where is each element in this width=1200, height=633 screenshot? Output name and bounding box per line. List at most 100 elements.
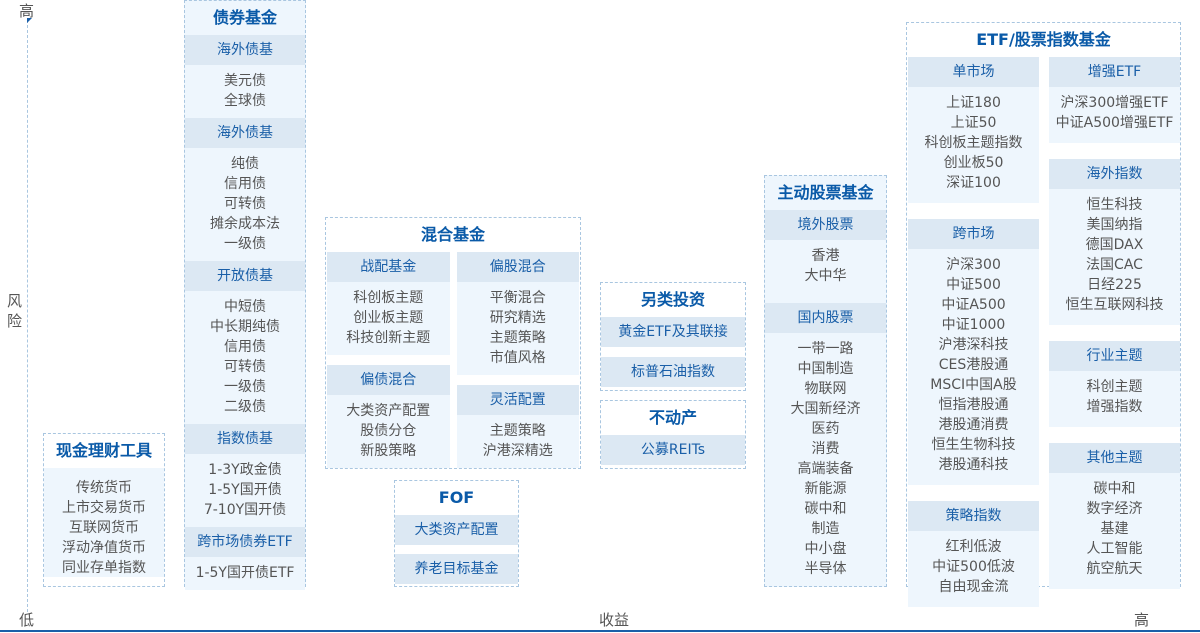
fund-type-item[interactable]: 7-10Y国开债	[203, 502, 287, 518]
fund-type-item[interactable]: 一带一路	[797, 341, 854, 357]
fund-type-item[interactable]: MSCI中国A股	[930, 377, 1017, 393]
subcategory-header[interactable]: 策略指数	[908, 501, 1039, 531]
fund-type-item[interactable]: 中短债	[224, 299, 266, 315]
fund-type-item[interactable]: 中证500低波	[932, 559, 1015, 575]
fund-type-item[interactable]: 医药	[811, 421, 840, 437]
fund-type-item[interactable]: 创业板50	[943, 155, 1004, 171]
fund-type-item[interactable]: 1-5Y国开债	[208, 482, 282, 498]
fund-type-item[interactable]: 自由现金流	[938, 579, 1009, 595]
fund-type-item[interactable]: 纯债	[231, 156, 259, 172]
fund-type-item[interactable]: 上证180	[946, 95, 1001, 111]
fund-type-item[interactable]: 创业板主题	[353, 310, 424, 326]
fund-type-item[interactable]: 法国CAC	[1086, 257, 1143, 273]
subcategory-header[interactable]: 偏股混合	[456, 252, 579, 282]
fund-type-item[interactable]: 中证A500增强ETF	[1055, 115, 1174, 131]
fund-type-item[interactable]: 1-3Y政金债	[208, 462, 282, 478]
subcategory-header[interactable]: 公募REITs	[601, 435, 745, 465]
subcategory-header[interactable]: 跨市场债券ETF	[185, 527, 305, 557]
fund-type-item[interactable]: 大国新经济	[790, 401, 861, 417]
fund-type-item[interactable]: 数字经济	[1086, 501, 1143, 517]
fund-type-item[interactable]: 中证500	[946, 277, 1001, 293]
fund-type-item[interactable]: 可转债	[224, 359, 266, 375]
subcategory-header[interactable]: 大类资产配置	[395, 515, 518, 545]
fund-type-item[interactable]: 互联网货币	[69, 520, 139, 536]
fund-type-item[interactable]: 人工智能	[1086, 541, 1143, 557]
subcategory-header[interactable]: 单市场	[908, 57, 1039, 87]
fund-type-item[interactable]: 港股通消费	[938, 417, 1009, 433]
fund-type-item[interactable]: 一级债	[224, 236, 266, 252]
fund-type-item[interactable]: 沪港深精选	[482, 443, 553, 459]
fund-type-item[interactable]: 消费	[811, 441, 840, 457]
fund-type-item[interactable]: 沪深300	[946, 257, 1001, 273]
fund-type-item[interactable]: 恒生科技	[1086, 197, 1143, 213]
fund-type-item[interactable]: 摊余成本法	[210, 216, 280, 232]
fund-type-item[interactable]: 信用债	[224, 339, 266, 355]
fund-type-item[interactable]: 半导体	[804, 561, 847, 577]
subcategory-header[interactable]: 指数债基	[185, 424, 305, 454]
fund-type-item[interactable]: 恒生生物科技	[931, 437, 1016, 453]
subcategory-header[interactable]: 增强ETF	[1049, 57, 1180, 87]
fund-type-item[interactable]: 浮动净值货币	[62, 540, 146, 556]
fund-type-item[interactable]: 高端装备	[797, 461, 854, 477]
subcategory-header[interactable]: 海外债基	[185, 35, 305, 65]
fund-type-item[interactable]: 美元债	[224, 73, 266, 89]
subcategory-header[interactable]: 标普石油指数	[601, 357, 745, 387]
fund-type-item[interactable]: 平衡混合	[489, 290, 546, 306]
fund-type-item[interactable]: 恒生互联网科技	[1065, 297, 1164, 313]
fund-type-item[interactable]: 股债分仓	[360, 423, 417, 439]
fund-type-item[interactable]: 科创板主题	[353, 290, 424, 306]
fund-type-item[interactable]: 碳中和	[804, 501, 847, 517]
fund-type-item[interactable]: 大中华	[804, 268, 847, 284]
fund-type-item[interactable]: 1-5Y国开债ETF	[195, 565, 295, 581]
fund-type-item[interactable]: 研究精选	[489, 310, 546, 326]
fund-type-item[interactable]: 市值风格	[489, 350, 546, 366]
fund-type-item[interactable]: 恒指港股通	[938, 397, 1009, 413]
fund-type-item[interactable]: 中证1000	[941, 317, 1006, 333]
subcategory-header[interactable]: 养老目标基金	[395, 554, 518, 584]
fund-type-item[interactable]: 上市交易货币	[62, 500, 146, 516]
fund-type-item[interactable]: 日经225	[1087, 277, 1142, 293]
fund-type-item[interactable]: 一级债	[224, 379, 266, 395]
subcategory-header[interactable]: 其他主题	[1049, 443, 1180, 473]
fund-type-item[interactable]: 信用债	[224, 176, 266, 192]
fund-type-item[interactable]: 深证100	[946, 175, 1001, 191]
fund-type-item[interactable]: 碳中和	[1093, 481, 1136, 497]
fund-type-item[interactable]: 物联网	[804, 381, 847, 397]
fund-type-item[interactable]: 中证A500	[941, 297, 1006, 313]
fund-type-item[interactable]: 沪深300增强ETF	[1060, 95, 1169, 111]
fund-type-item[interactable]: 港股通科技	[938, 457, 1009, 473]
fund-type-item[interactable]: 中小盘	[804, 541, 847, 557]
fund-type-item[interactable]: 新能源	[804, 481, 847, 497]
fund-type-item[interactable]: 同业存单指数	[62, 560, 146, 576]
fund-type-item[interactable]: 德国DAX	[1085, 237, 1144, 253]
fund-type-item[interactable]: 大类资产配置	[346, 403, 431, 419]
fund-type-item[interactable]: 沪港深科技	[938, 337, 1009, 353]
subcategory-header[interactable]: 行业主题	[1049, 341, 1180, 371]
subcategory-header[interactable]: 国内股票	[765, 303, 886, 333]
fund-type-item[interactable]: 中国制造	[797, 361, 854, 377]
fund-type-item[interactable]: 主题策略	[489, 330, 546, 346]
fund-type-item[interactable]: 增强指数	[1086, 399, 1143, 415]
fund-type-item[interactable]: 美国纳指	[1086, 217, 1143, 233]
fund-type-item[interactable]: 基建	[1100, 521, 1129, 537]
subcategory-header[interactable]: 海外指数	[1049, 159, 1180, 189]
fund-type-item[interactable]: 可转债	[224, 196, 266, 212]
subcategory-header[interactable]: 境外股票	[765, 210, 886, 240]
fund-type-item[interactable]: 科创板主题指数	[924, 135, 1023, 151]
fund-type-item[interactable]: 航空航天	[1086, 561, 1143, 577]
fund-type-item[interactable]: 香港	[811, 248, 840, 264]
fund-type-item[interactable]: 制造	[811, 521, 840, 537]
subcategory-header[interactable]: 战配基金	[327, 252, 450, 282]
fund-type-item[interactable]: 红利低波	[945, 539, 1002, 555]
fund-type-item[interactable]: 中长期纯债	[210, 319, 280, 335]
fund-type-item[interactable]: 二级债	[224, 399, 266, 415]
subcategory-header[interactable]: 灵活配置	[456, 385, 579, 415]
fund-type-item[interactable]: 上证50	[950, 115, 997, 131]
fund-type-item[interactable]: 新股策略	[360, 443, 417, 459]
subcategory-header[interactable]: 黄金ETF及其联接	[601, 317, 745, 347]
fund-type-item[interactable]: 科技创新主题	[346, 330, 431, 346]
subcategory-header[interactable]: 海外债基	[185, 118, 305, 148]
fund-type-item[interactable]: 主题策略	[489, 423, 546, 439]
fund-type-item[interactable]: 全球债	[224, 93, 266, 109]
subcategory-header[interactable]: 开放债基	[185, 261, 305, 291]
